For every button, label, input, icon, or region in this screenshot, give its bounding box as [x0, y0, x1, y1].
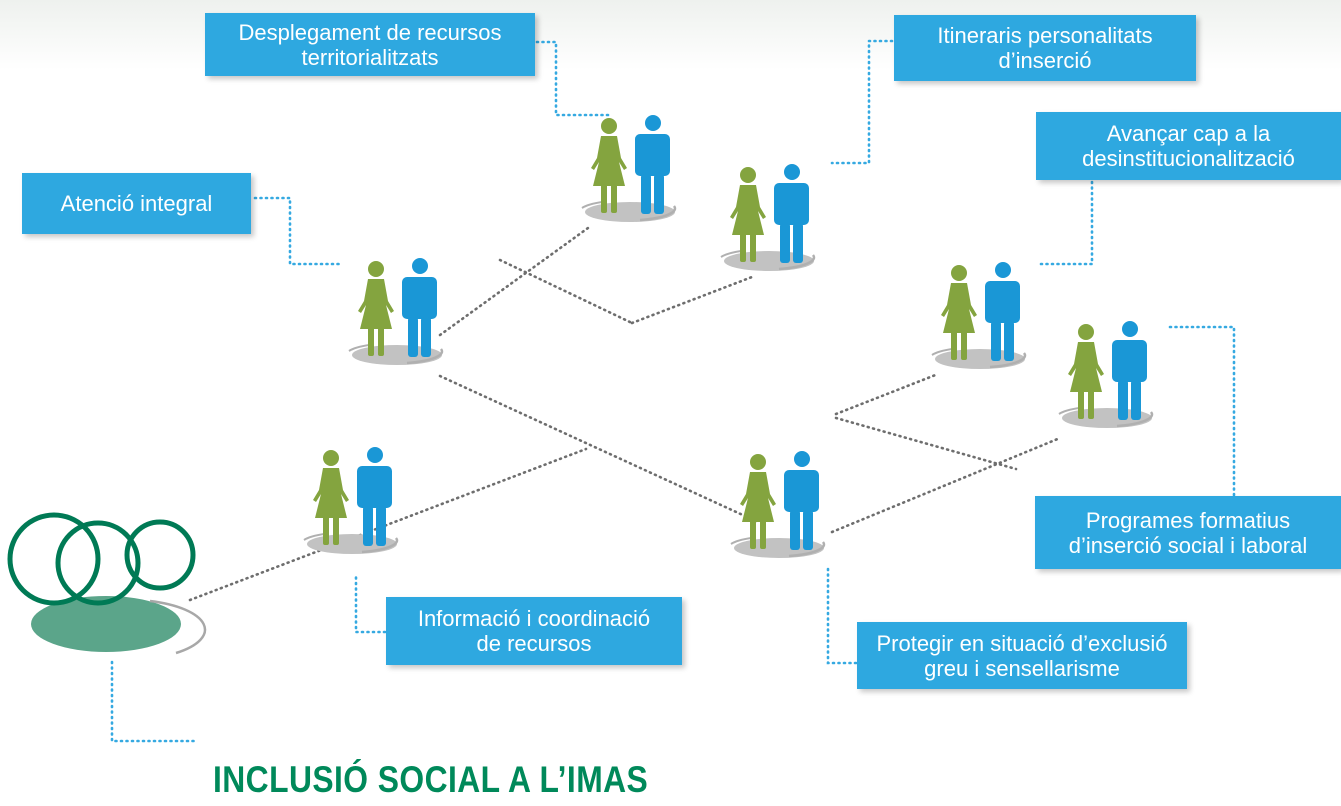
label-informacio: Informació i coordinació de recursos — [386, 597, 682, 665]
woman-and-man-icon — [1057, 319, 1154, 430]
label-atencio: Atenció integral — [22, 173, 251, 234]
woman-and-man-icon — [347, 256, 444, 367]
label-programes-line2: d’inserció social i laboral — [1068, 532, 1308, 558]
label-informacio-line1: Informació i coordinació — [417, 606, 651, 631]
label-programes-line1: Programes formatius — [1085, 507, 1291, 533]
woman-and-man-icon — [719, 162, 816, 273]
label-avancar: Avançar cap a la desinstitucionalització — [1036, 112, 1341, 180]
label-protegir-line2: greu i sensellarisme — [924, 655, 1120, 681]
label-desplegament-line2: territorialitzats — [301, 44, 439, 70]
woman-and-man-icon — [302, 445, 399, 556]
label-protegir-line1: Protegir en situació d’exclusió — [876, 630, 1168, 656]
three-rings-logo-icon — [7, 512, 207, 655]
label-protegir: Protegir en situació d’exclusió greu i s… — [857, 622, 1187, 689]
label-atencio-line1: Atenció integral — [60, 191, 213, 216]
page-title: INCLUSIÓ SOCIAL A L’IMAS — [213, 759, 649, 800]
label-avancar-line2: desinstitucionalització — [1082, 146, 1295, 171]
label-itineraris-line2: d’inserció — [998, 48, 1092, 73]
woman-and-man-icon — [930, 260, 1027, 371]
label-avancar-line1: Avançar cap a la — [1106, 121, 1271, 146]
woman-and-man-icon — [729, 449, 826, 560]
label-informacio-line2: de recursos — [476, 631, 592, 656]
woman-and-man-icon — [580, 113, 677, 224]
label-desplegament: Desplegament de recursos territorialitza… — [205, 13, 535, 76]
label-itineraris: Itineraris personalitats d’inserció — [894, 15, 1196, 81]
label-itineraris-line1: Itineraris personalitats — [937, 23, 1153, 48]
label-programes: Programes formatius d’inserció social i … — [1035, 496, 1341, 569]
label-desplegament-line1: Desplegament de recursos — [238, 19, 502, 45]
